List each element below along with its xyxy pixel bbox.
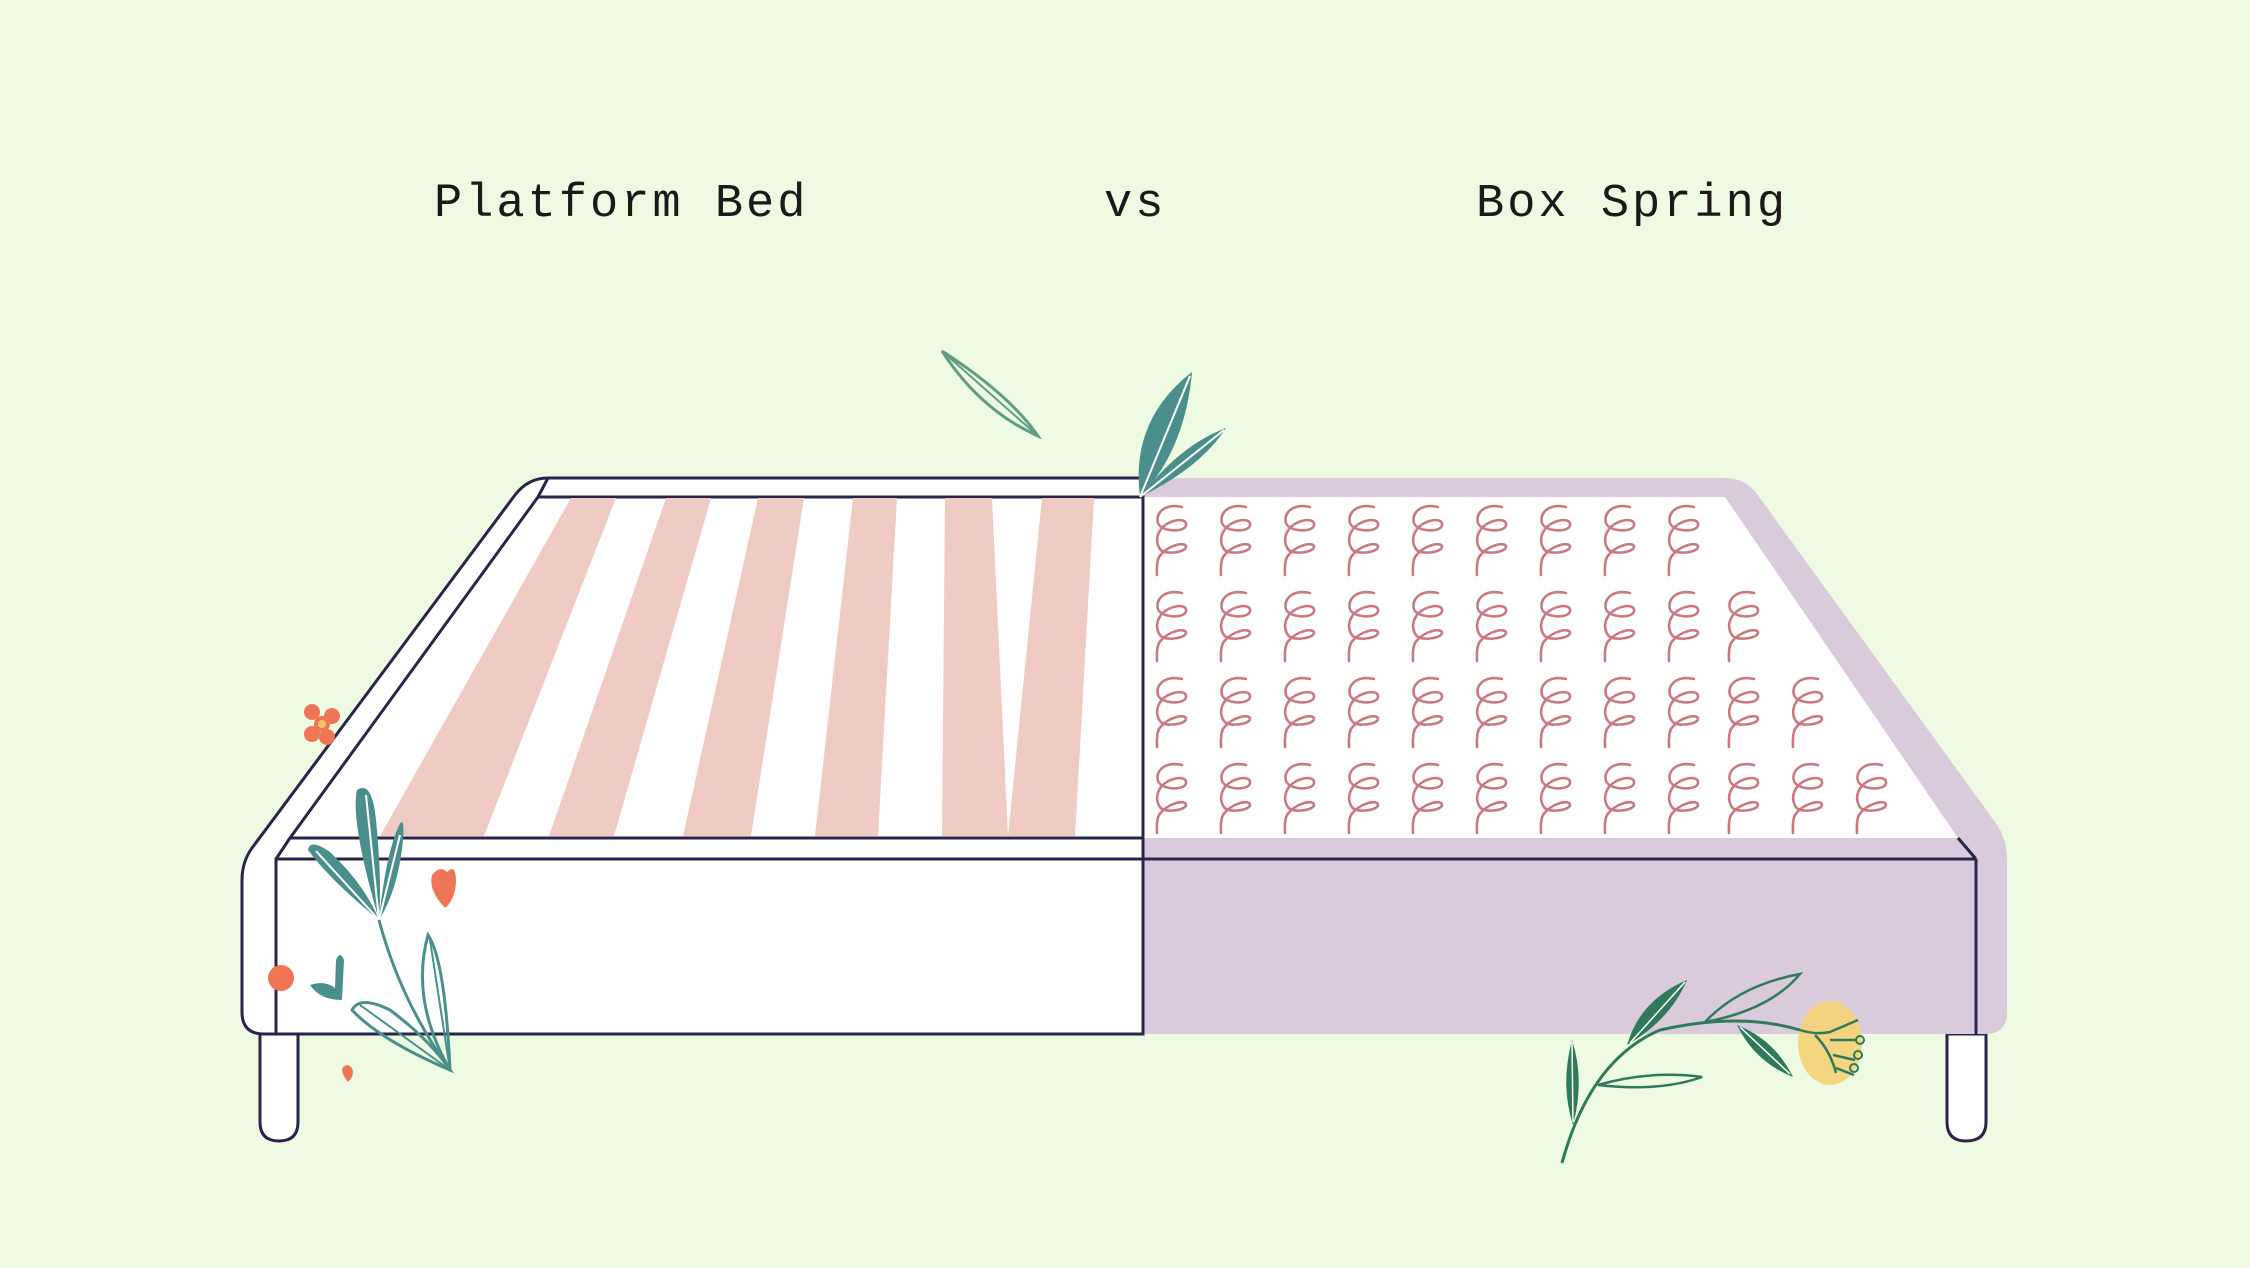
- right-leg: [1945, 1032, 1988, 1143]
- floating-leaf-outline: [940, 349, 1043, 440]
- platform-bed-title: Platform Bed: [434, 178, 809, 231]
- orange-heart-petal: [431, 869, 456, 908]
- small-orange-flower: [304, 704, 340, 745]
- slats: [380, 498, 1094, 836]
- platform-bed: [240, 476, 1145, 1036]
- small-orange-petal: [342, 1065, 353, 1082]
- right-flower-stem: [1560, 972, 1865, 1164]
- box-spring: [1143, 478, 2007, 1034]
- left-plant: [308, 788, 455, 1074]
- teal-check-leaf: [310, 955, 344, 1000]
- versus-label: vs: [1104, 178, 1167, 231]
- orange-dot: [268, 965, 294, 991]
- box-spring-title: Box Spring: [1476, 178, 1789, 231]
- left-leg: [258, 1032, 300, 1143]
- corner-leaves: [1138, 372, 1226, 498]
